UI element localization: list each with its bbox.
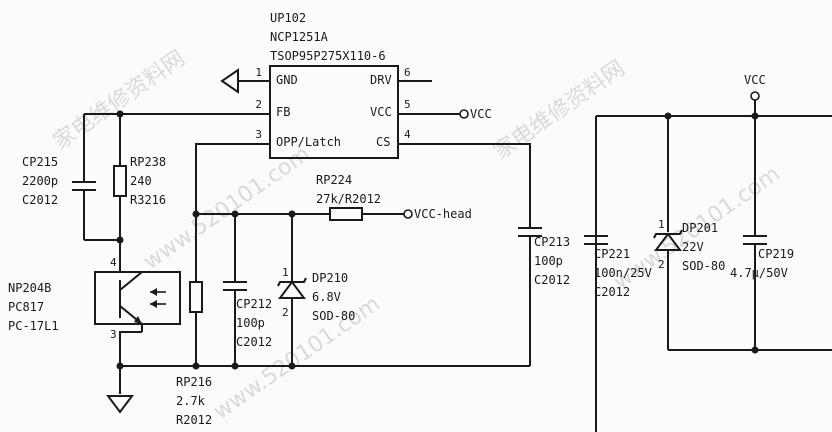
resistor-rp216 <box>189 281 203 313</box>
cp215-value: 2200p <box>22 174 58 188</box>
junction-dot <box>116 362 124 370</box>
light-arrow-head-icon <box>150 288 157 296</box>
cp221-value: 100n/25V <box>594 266 652 280</box>
dp210-value: 6.8V <box>312 290 341 304</box>
cp213-value: 100p <box>534 254 563 268</box>
wire <box>398 143 531 228</box>
rp216-value: 2.7k <box>176 394 206 408</box>
cp219-value: 4.7μ/50V <box>730 266 788 280</box>
dp201-pin-k: 1 <box>658 218 665 231</box>
cp212-package: C2012 <box>236 335 272 349</box>
ic-pin-number: 5 <box>404 98 411 111</box>
ic-pin-name: VCC <box>370 105 392 119</box>
cp221-ref: CP221 <box>594 247 630 261</box>
net-terminal-icon <box>750 91 760 101</box>
wire <box>119 331 142 394</box>
dp210-package: SOD-80 <box>312 309 355 323</box>
zener-cathode-bar <box>653 229 683 239</box>
wire <box>195 143 270 282</box>
resistor-rp224 <box>329 207 363 221</box>
ic-pin-name: OPP/Latch <box>276 135 341 149</box>
np204b-pin-c: 4 <box>110 256 117 269</box>
rp216-package: R2012 <box>176 413 212 427</box>
cp212-ref: CP212 <box>236 297 272 311</box>
dp201-package: SOD-80 <box>682 259 725 273</box>
np204b-part: PC817 <box>8 300 44 314</box>
cp212-value: 100p <box>236 316 265 330</box>
cp221-package: C2012 <box>594 285 630 299</box>
dp210-pin-k: 1 <box>282 266 289 279</box>
junction-dot <box>751 346 759 354</box>
ic-part: NCP1251A <box>270 30 329 44</box>
rp238-ref: RP238 <box>130 155 166 169</box>
ic-pin-number: 1 <box>255 66 262 79</box>
junction-dot <box>116 236 124 244</box>
dp201-value: 22V <box>682 240 704 254</box>
net-label-vcc-rail: VCC <box>744 73 766 87</box>
np204b-pin-e: 3 <box>110 328 117 341</box>
dp201-pin-a: 2 <box>658 258 665 271</box>
net-label-vcc-head: VCC-head <box>414 207 472 221</box>
ic-pin-number: 3 <box>255 128 262 141</box>
cp215-package: C2012 <box>22 193 58 207</box>
resistor-rp238 <box>113 165 127 197</box>
net-terminal-icon <box>459 109 469 119</box>
ic-pin-name: GND <box>276 73 298 87</box>
ground-icon <box>220 68 239 94</box>
cp215-ref: CP215 <box>22 155 58 169</box>
cp213-package: C2012 <box>534 273 570 287</box>
light-arrow-head-icon <box>150 300 157 308</box>
dp201-ref: DP201 <box>682 221 718 235</box>
cp219-ref: CP219 <box>758 247 794 261</box>
ic-package: TSOP95P275X110-6 <box>270 49 386 63</box>
net-label-vcc: VCC <box>470 107 492 121</box>
ic-pin-name: FB <box>276 105 290 119</box>
watermark-cn: 家电维修资料网 <box>489 56 630 165</box>
dp210-pin-a: 2 <box>282 306 289 319</box>
ic-pin-name: CS <box>376 135 390 149</box>
zener-diode-dp210-icon <box>278 280 306 299</box>
np204b-variant: PC-17L1 <box>8 319 59 333</box>
zener-cathode-bar <box>277 277 307 287</box>
ic-pin-name: DRV <box>370 73 392 87</box>
emitter-arrow-icon <box>134 316 142 324</box>
rp238-value: 240 <box>130 174 152 188</box>
junction-dot <box>192 210 200 218</box>
rp224-ref: RP224 <box>316 173 352 187</box>
cp213-ref: CP213 <box>534 235 570 249</box>
ic-pin-number: 2 <box>255 98 262 111</box>
ic-body <box>269 65 399 159</box>
rp238-package: R3216 <box>130 193 166 207</box>
np204b-ref: NP204B <box>8 281 51 295</box>
ic-pin-number: 4 <box>404 128 411 141</box>
optocoupler-body <box>94 271 181 325</box>
dp210-ref: DP210 <box>312 271 348 285</box>
phototransistor-collector <box>119 271 143 291</box>
ic-refdes: UP102 <box>270 11 306 25</box>
ic-pin-number: 6 <box>404 66 411 79</box>
rp216-ref: RP216 <box>176 375 212 389</box>
rp224-value: 27k/R2012 <box>316 192 381 206</box>
net-terminal-icon <box>403 209 413 219</box>
ground-icon <box>106 395 134 414</box>
